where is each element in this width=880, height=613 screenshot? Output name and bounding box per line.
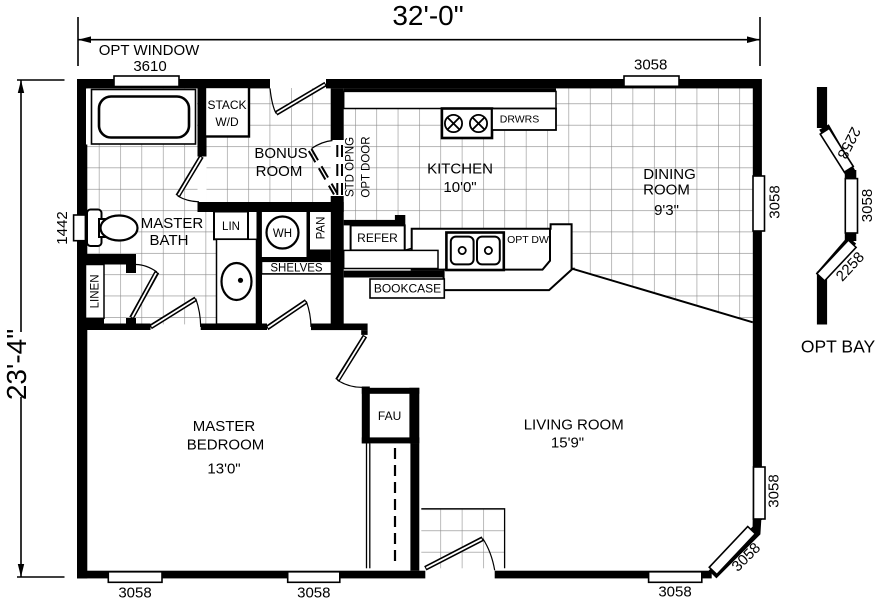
svg-text:3058: 3058: [859, 189, 876, 222]
svg-text:DRWRS: DRWRS: [500, 114, 539, 126]
svg-text:3610: 3610: [133, 58, 166, 75]
svg-text:STACK: STACK: [207, 98, 246, 112]
svg-text:W/D: W/D: [215, 115, 239, 129]
svg-text:OPT DW: OPT DW: [507, 234, 549, 246]
svg-text:15'9": 15'9": [551, 435, 584, 452]
svg-text:3058: 3058: [118, 585, 151, 602]
svg-text:32'-0": 32'-0": [392, 0, 463, 31]
svg-text:STD OPNG: STD OPNG: [345, 137, 357, 197]
svg-text:REFER: REFER: [357, 231, 398, 245]
svg-text:LIN: LIN: [222, 221, 240, 233]
svg-text:3058: 3058: [634, 57, 667, 74]
svg-text:MASTER: MASTER: [193, 418, 256, 435]
svg-text:3058: 3058: [766, 185, 783, 218]
svg-text:ROOM: ROOM: [643, 182, 690, 199]
svg-text:9'3": 9'3": [654, 202, 679, 219]
svg-text:LIVING ROOM: LIVING ROOM: [524, 417, 624, 434]
svg-text:SHELVES: SHELVES: [270, 263, 323, 275]
svg-text:10'0": 10'0": [443, 179, 476, 196]
svg-text:FAU: FAU: [378, 409, 401, 423]
svg-text:3058: 3058: [297, 585, 330, 602]
svg-text:OPT DOOR: OPT DOOR: [361, 136, 373, 197]
svg-text:ROOM: ROOM: [256, 163, 303, 180]
svg-text:PAN: PAN: [316, 217, 328, 240]
svg-text:DINING: DINING: [643, 166, 696, 183]
svg-text:23'-4": 23'-4": [1, 329, 32, 400]
svg-text:OPT WINDOW: OPT WINDOW: [99, 42, 200, 59]
svg-text:BATH: BATH: [150, 232, 189, 249]
svg-text:3058: 3058: [658, 584, 691, 601]
svg-text:3058: 3058: [766, 474, 783, 507]
svg-text:BONUS: BONUS: [254, 145, 307, 162]
svg-text:MASTER: MASTER: [141, 215, 204, 232]
svg-text:LINEN: LINEN: [90, 274, 102, 308]
svg-text:13'0": 13'0": [207, 461, 240, 478]
svg-text:BEDROOM: BEDROOM: [187, 437, 265, 454]
svg-text:BOOKCASE: BOOKCASE: [374, 282, 441, 296]
svg-text:OPT BAY: OPT BAY: [801, 337, 876, 357]
svg-text:KITCHEN: KITCHEN: [427, 161, 493, 178]
svg-text:1442: 1442: [54, 211, 71, 244]
svg-text:WH: WH: [273, 228, 292, 240]
